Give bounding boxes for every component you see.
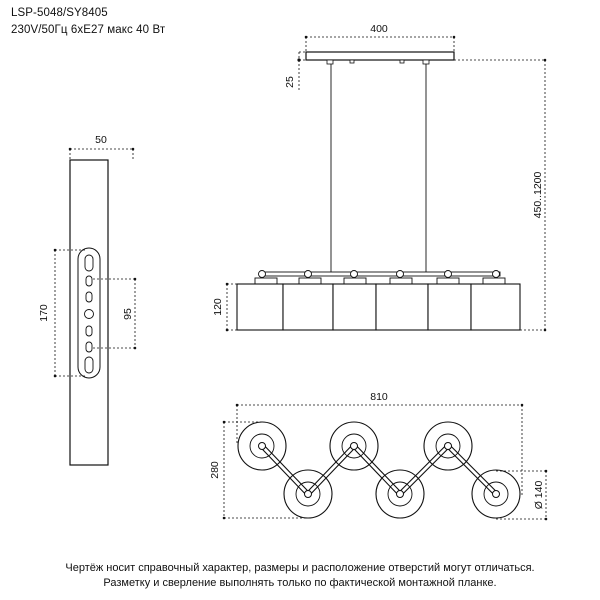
lamp-shade	[282, 283, 334, 331]
shade-top-view	[471, 469, 521, 519]
shade-top-view	[329, 421, 379, 471]
shade-top-view	[423, 421, 473, 471]
lamp-shade	[470, 283, 521, 331]
bracket-hole	[84, 254, 94, 272]
bracket-width-label: 50	[95, 134, 107, 146]
overall-depth-label: 280	[209, 461, 221, 479]
bracket-hole	[85, 341, 93, 353]
top-view: 810 280 Ø 140	[209, 391, 548, 521]
lamp-shade	[375, 283, 429, 331]
canopy-height-label: 25	[284, 76, 296, 88]
zigzag-frame	[260, 444, 497, 496]
side-elevation-view: 400 25 450..1200	[212, 23, 547, 332]
frame-bar	[261, 271, 501, 277]
canopy-width-label: 400	[370, 23, 388, 35]
disclaimer-line-1: Чертёж носит справочный характер, размер…	[65, 562, 535, 574]
mounting-bracket-view: 50 170 95	[38, 134, 137, 466]
suspension-range-label: 450..1200	[532, 171, 544, 218]
bracket-hole	[84, 356, 94, 374]
bracket-hole-span-label: 170	[38, 304, 50, 322]
lamp-shade	[427, 283, 472, 331]
bracket-hole	[85, 325, 93, 337]
electrical-specs: 230V/50Гц 6хЕ27 макс 40 Вт	[11, 24, 166, 36]
bracket-center-hole	[84, 309, 94, 319]
shade-top-view	[237, 421, 287, 471]
model-number: LSP-5048/SY8405	[11, 7, 108, 19]
disclaimer-line-2: Разметку и сверление выполнять только по…	[103, 577, 497, 589]
shade-top-view	[283, 469, 333, 519]
bracket-hole	[85, 275, 93, 287]
bracket-inner-span-label: 95	[122, 308, 134, 320]
shade-top-view	[375, 469, 425, 519]
bracket-hole	[85, 291, 93, 303]
shade-height-label: 120	[212, 298, 224, 316]
shade-diameter-label: Ø 140	[533, 481, 545, 510]
zigzag-frame-outline	[260, 443, 498, 497]
bracket-slot	[77, 247, 101, 379]
canopy	[305, 51, 455, 61]
lamp-shade	[236, 283, 284, 331]
overall-length-label: 810	[370, 391, 388, 403]
lamp-shade	[332, 283, 377, 331]
